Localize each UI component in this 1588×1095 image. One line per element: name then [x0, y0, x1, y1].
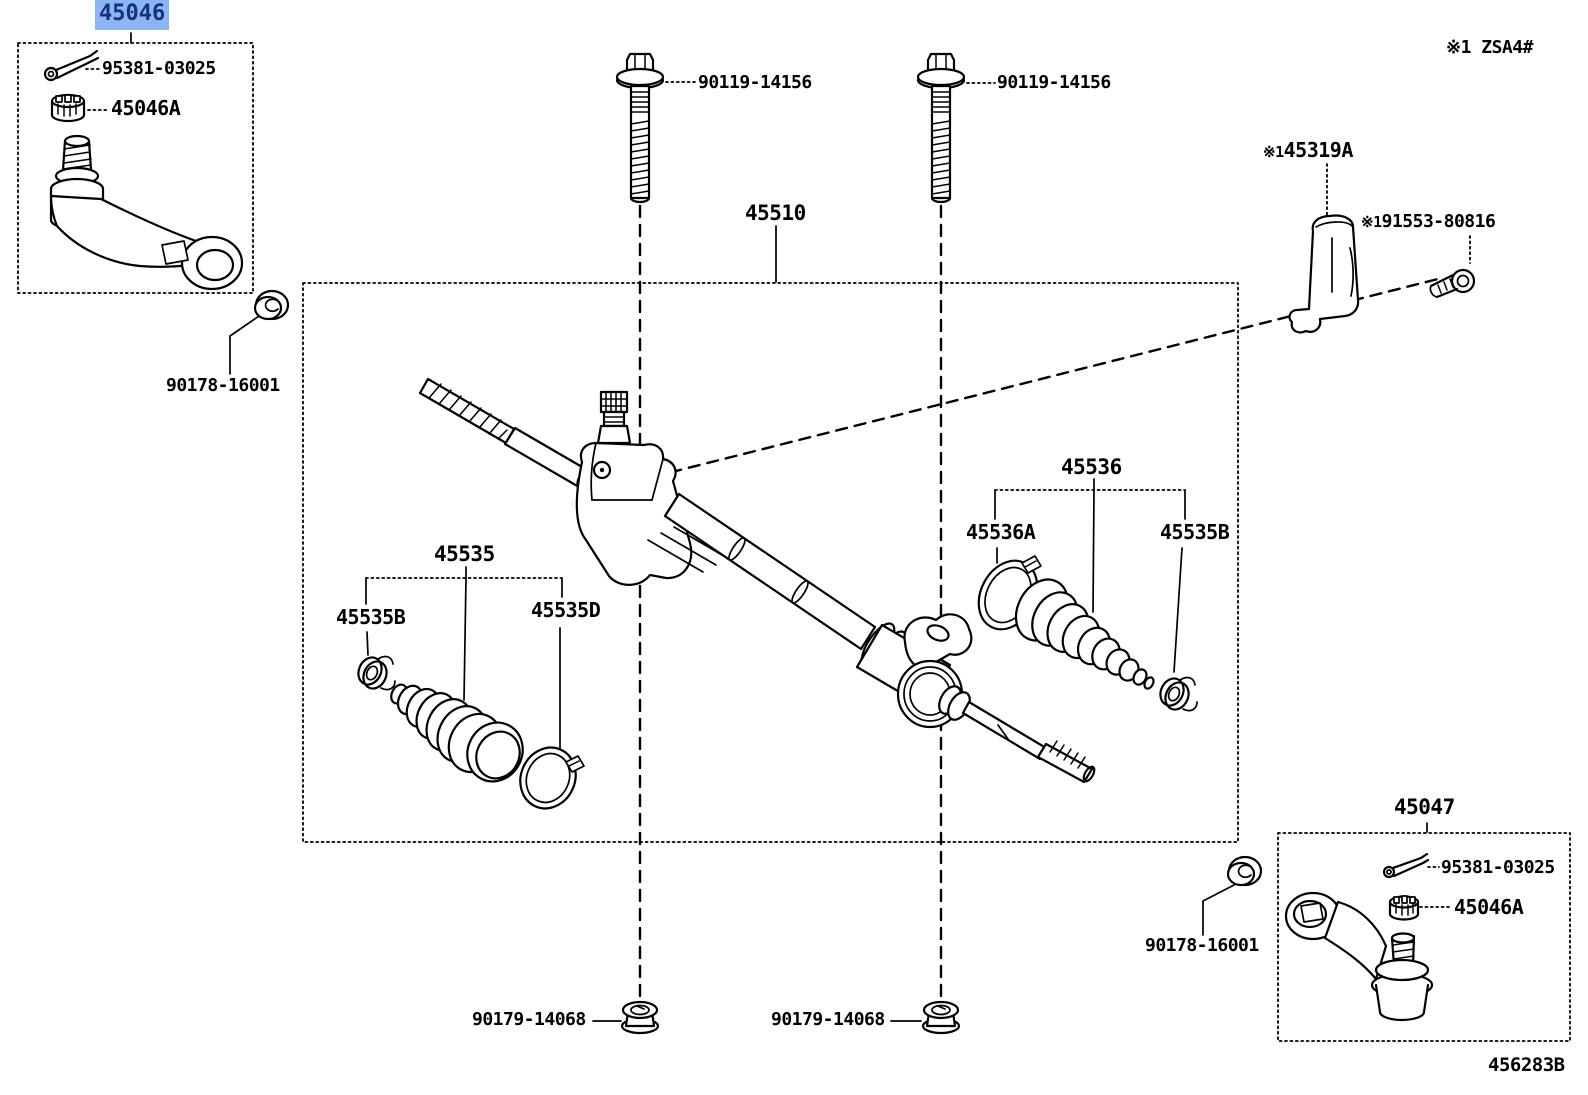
box-steering-gear [302, 282, 1239, 843]
castle-nut-drawing-top [50, 93, 86, 123]
rack-mount-nut-left [620, 1000, 660, 1035]
part-label-band-clamp-right[interactable]: 45536A [966, 520, 1036, 544]
part-label-boot-left[interactable]: 45535 [434, 542, 495, 566]
part-label-castle-nut-bottom[interactable]: 45046A [1454, 895, 1524, 919]
part-label-rack-nut-right[interactable]: 90179-14068 [771, 1009, 885, 1030]
bracket-number: 45319A [1283, 138, 1354, 162]
note-ref-prefix: ※1 [1361, 213, 1382, 231]
part-label-bracket[interactable]: ※145319A [1263, 139, 1353, 161]
bracket-bolt-number: 91553-80816 [1381, 211, 1496, 232]
tie-rod-lock-nut-left [253, 289, 290, 321]
part-label-gear-bolt-left[interactable]: 90119-14156 [698, 72, 812, 93]
tie-rod-lock-nut-right [1226, 855, 1263, 887]
part-label-bracket-bolt[interactable]: ※191553-80816 [1361, 211, 1496, 232]
model-applicability-note: ※1 ZSA4# [1446, 37, 1533, 58]
part-label-clip-clamp-left[interactable]: 45535B [336, 605, 406, 629]
steering-boot-right [1014, 578, 1155, 690]
note-ref-prefix: ※1 [1263, 143, 1284, 161]
bracket-bolt-drawing [1429, 268, 1476, 299]
part-label-lock-nut-left[interactable]: 90178-16001 [166, 375, 280, 396]
cotter-pin-drawing-bottom [1382, 852, 1430, 879]
box-tie-rod-end-lh [17, 42, 254, 294]
box-tie-rod-end-rh [1277, 832, 1571, 1042]
boot-band-clamp-left [519, 746, 585, 810]
part-label-rack-nut-left[interactable]: 90179-14068 [472, 1009, 586, 1030]
steering-gear-drawing [418, 377, 1096, 784]
leader-lines [85, 32, 1471, 1022]
tie-rod-end-drawing-left [49, 134, 244, 291]
boot-clip-clamp-left [357, 655, 396, 691]
gear-housing-bracket [1288, 214, 1360, 334]
part-label-boot-right[interactable]: 45536 [1061, 455, 1122, 479]
part-label-cotter-pin-top[interactable]: 95381-03025 [102, 58, 216, 79]
part-label-band-clamp-left[interactable]: 45535D [531, 598, 601, 622]
part-label-cotter-pin-bottom[interactable]: 95381-03025 [1441, 857, 1555, 878]
castle-nut-drawing-bottom [1388, 895, 1420, 921]
steering-boot-left [390, 683, 524, 783]
part-label-castle-nut-top[interactable]: 45046A [111, 96, 181, 120]
part-label-tie-rod-end-rh[interactable]: 45047 [1394, 795, 1455, 819]
part-label-gear-bolt-right[interactable]: 90119-14156 [997, 72, 1111, 93]
cotter-pin-drawing-top [43, 49, 100, 82]
figure-code: 456283B [1488, 1054, 1565, 1076]
part-label-clip-clamp-right[interactable]: 45535B [1160, 520, 1230, 544]
part-label-lock-nut-right[interactable]: 90178-16001 [1145, 935, 1259, 956]
tie-rod-end-drawing-right [1284, 891, 1434, 1022]
part-label-steering-gear[interactable]: 45510 [745, 201, 806, 225]
part-label-45046-selected[interactable]: 45046 [95, 0, 170, 31]
gear-mount-bolt-left [615, 52, 665, 204]
boot-clip-clamp-right [1159, 676, 1198, 712]
rack-mount-nut-right [921, 1000, 961, 1035]
gear-mount-bolt-right [916, 52, 966, 204]
